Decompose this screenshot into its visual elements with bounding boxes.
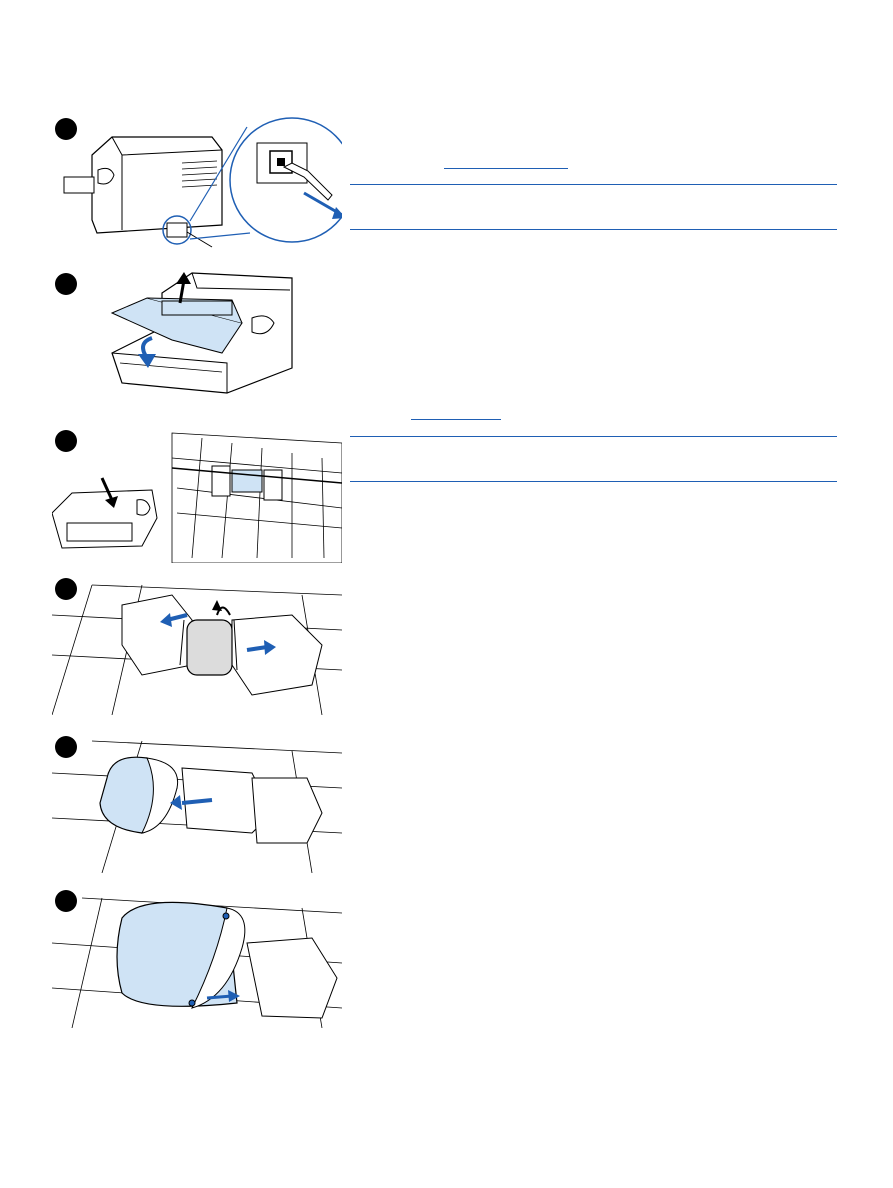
release-tabs-rotate-roller-illustration xyxy=(52,575,342,715)
note-top-rule xyxy=(350,184,837,185)
step-2-badge xyxy=(55,273,77,295)
step-4-badge xyxy=(55,578,77,600)
note-bottom-rule xyxy=(350,481,837,482)
link-underline[interactable] xyxy=(444,168,568,169)
unplug-power-cord-illustration xyxy=(52,115,342,255)
locate-pickup-roller-illustration xyxy=(52,428,342,563)
open-print-cartridge-door-illustration xyxy=(52,268,342,408)
step-1-badge xyxy=(55,118,77,140)
note-bottom-rule xyxy=(350,229,837,230)
step-6-badge xyxy=(55,890,77,912)
remove-pickup-roller-illustration xyxy=(52,733,342,873)
insert-new-pickup-roller-illustration xyxy=(52,888,342,1028)
step-3-badge xyxy=(55,430,77,452)
link-underline[interactable] xyxy=(411,419,501,420)
step-5-badge xyxy=(55,736,77,758)
note-top-rule xyxy=(350,436,837,437)
